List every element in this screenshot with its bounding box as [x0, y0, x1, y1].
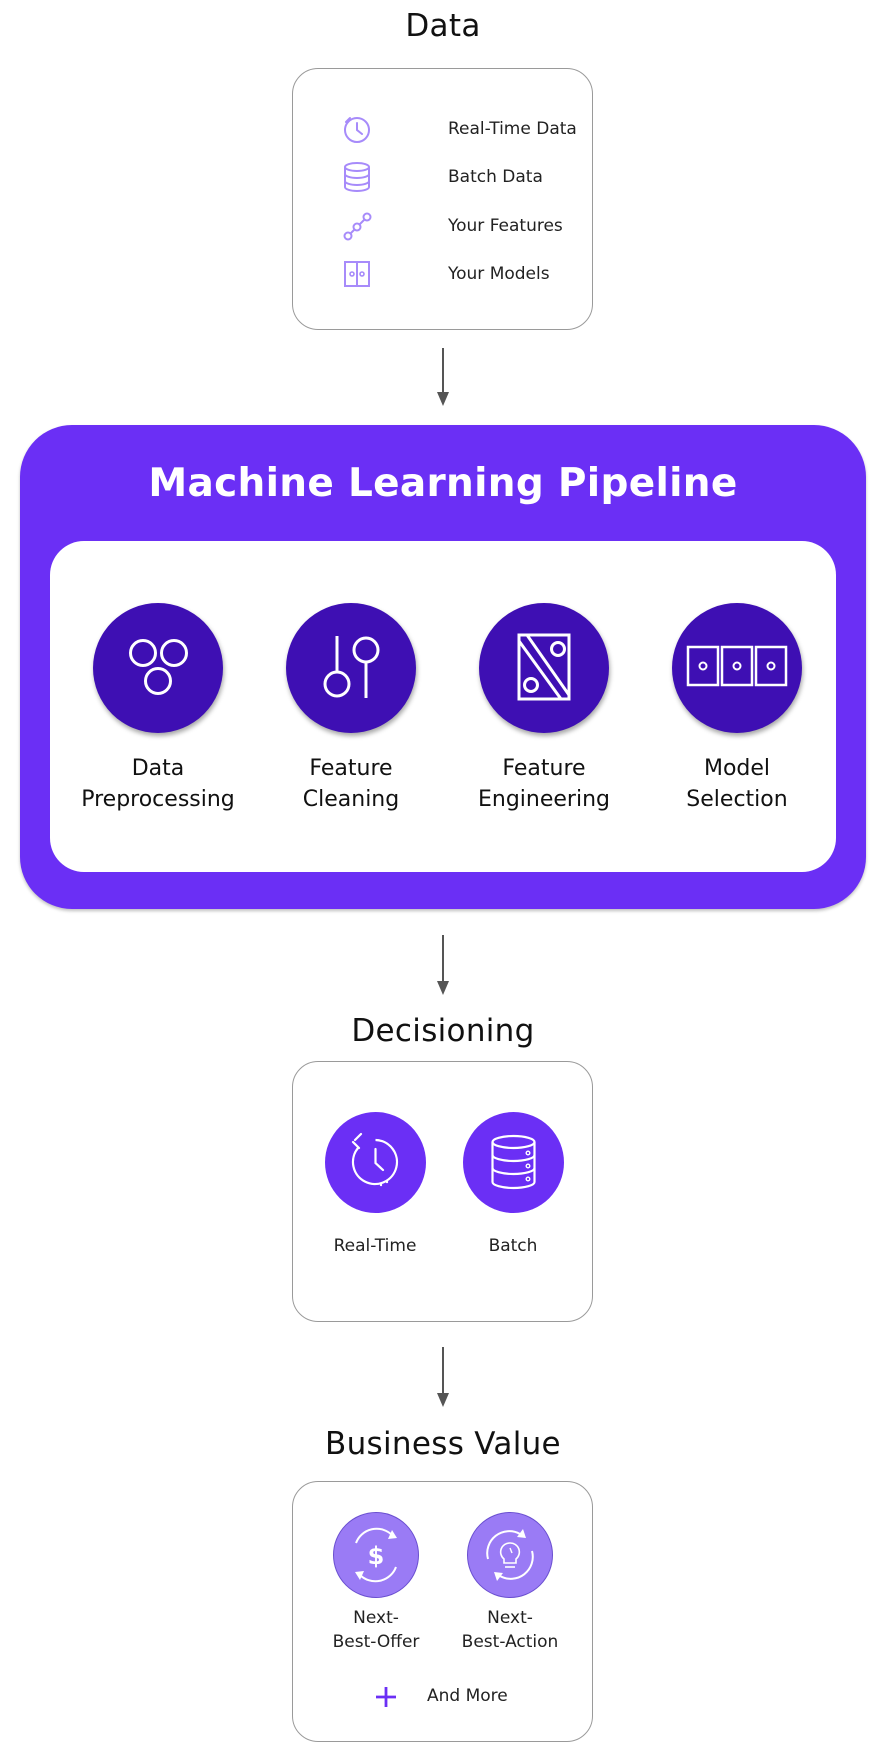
- and-more-row: And More: [373, 1682, 573, 1712]
- decisioning-item-label: Batch: [488, 1236, 538, 1256]
- business-value-icon-circle: $: [333, 1512, 419, 1598]
- decisioning-card: Real-Time Batch: [292, 1061, 593, 1322]
- stage-label: Feature Engineering: [478, 756, 610, 812]
- stage-data-preprocessing: Data Preprocessing: [63, 603, 253, 823]
- data-section-title: Data: [405, 8, 481, 44]
- stage-model-selection: Model Selection: [642, 603, 832, 823]
- clock-icon: [351, 1132, 399, 1187]
- stage-feature-engineering: Feature Engineering: [449, 603, 639, 823]
- stage-label: Model Selection: [686, 756, 788, 812]
- decisioning-item-label: Real-Time: [333, 1236, 417, 1256]
- svg-text:$: $: [368, 1542, 385, 1570]
- stage-icon-circle: [286, 603, 416, 733]
- nodes-icon: [343, 212, 372, 241]
- pipeline-title: Machine Learning Pipeline: [148, 461, 738, 506]
- data-item-models: Your Models: [341, 258, 581, 294]
- slider-toggles-icon: [323, 636, 380, 698]
- business-value-next-best-action: Next- Best-Action: [445, 1512, 575, 1652]
- three-panels-icon: [686, 645, 788, 687]
- lightbulb-cycle-icon: [486, 1529, 534, 1581]
- decisioning-item-real-time: Real-Time: [315, 1112, 435, 1262]
- stage-icon-circle: [93, 603, 223, 733]
- data-card: Real-Time Data Batch Data Your Features …: [292, 68, 593, 330]
- stage-label: Data Preprocessing: [81, 756, 235, 812]
- database-icon: [344, 162, 370, 192]
- ml-pipeline: Machine Learning Pipeline Data Preproces…: [20, 425, 866, 909]
- stage-label: Feature Cleaning: [302, 756, 400, 812]
- decisioning-title: Decisioning: [351, 1013, 535, 1049]
- data-item-label: Your Features: [448, 216, 563, 236]
- business-value-label: Next- Best-Offer: [332, 1608, 420, 1652]
- flow-arrow-1: [437, 348, 449, 406]
- three-circles-icon: [129, 639, 188, 695]
- data-item-batch: Batch Data: [341, 161, 581, 197]
- business-value-next-best-offer: $ Next- Best-Offer: [311, 1512, 441, 1652]
- business-value-icon-circle: [467, 1512, 553, 1598]
- stage-icon-circle: [672, 603, 802, 733]
- model-panels-icon: [344, 261, 370, 287]
- business-value-title: Business Value: [325, 1426, 561, 1462]
- database-icon: [491, 1134, 536, 1190]
- data-item-label: Your Models: [448, 264, 550, 284]
- clock-icon: [344, 117, 370, 143]
- flow-arrow-3: [437, 1347, 449, 1407]
- stage-icon-circle: [479, 603, 609, 733]
- and-more-label: And More: [427, 1686, 508, 1706]
- business-value-label: Next- Best-Action: [461, 1608, 559, 1652]
- decisioning-icon-circle: [463, 1112, 564, 1213]
- plus-icon: [376, 1687, 396, 1707]
- decisioning-icon-circle: [325, 1112, 426, 1213]
- dollar-cycle-icon: $: [355, 1527, 397, 1583]
- pipeline-stages-panel: Data Preprocessing Feature Cleaning: [50, 541, 836, 872]
- flow-arrow-2: [437, 935, 449, 995]
- business-value-card: $ Next- Best-Offer Next- Best-Action: [292, 1481, 593, 1742]
- decisioning-item-batch: Batch: [453, 1112, 573, 1262]
- data-item-features: Your Features: [341, 210, 581, 246]
- data-item-label: Batch Data: [448, 167, 543, 187]
- data-item-label: Real-Time Data: [448, 119, 577, 139]
- stage-feature-cleaning: Feature Cleaning: [256, 603, 446, 823]
- split-panel-icon: [517, 633, 571, 701]
- data-item-real-time: Real-Time Data: [341, 113, 581, 149]
